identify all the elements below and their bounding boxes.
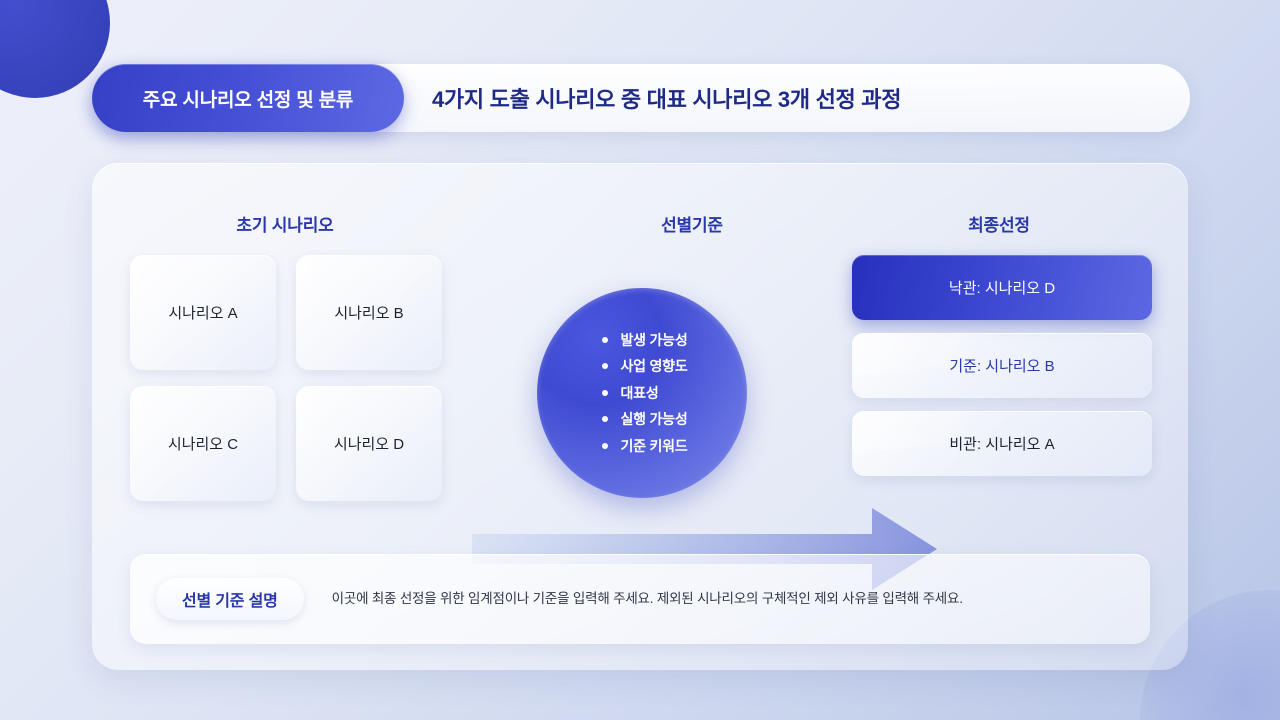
header: 주요 시나리오 선정 및 분류 4가지 도출 시나리오 중 대표 시나리오 3개… <box>92 64 1190 132</box>
criteria-list-item: 발생 가능성 <box>602 327 688 354</box>
criteria-note-badge-label: 선별 기준 설명 <box>182 593 278 610</box>
criteria-list-item: 사업 영향도 <box>602 353 688 380</box>
final-selection-label: 기준: 시나리오 B <box>949 358 1055 375</box>
criteria-note-panel: 선별 기준 설명 이곳에 최종 선정을 위한 임계점이나 기준을 입력해 주세요… <box>130 554 1150 644</box>
scenario-card[interactable]: 시나리오 D <box>296 386 442 501</box>
criteria-list-item: 기준 키워드 <box>602 433 688 460</box>
column-header-final: 최종선정 <box>968 216 1030 235</box>
scenario-card-label: 시나리오 A <box>168 305 238 322</box>
criteria-circle: 발생 가능성 사업 영향도 대표성 실행 가능성 기준 키워드 <box>537 288 747 498</box>
criteria-note-description: 이곳에 최종 선정을 위한 임계점이나 기준을 입력해 주세요. 제외된 시나리… <box>331 590 963 606</box>
final-selection-card-optimistic[interactable]: 낙관: 시나리오 D <box>852 255 1152 320</box>
final-selection-card-pessimistic[interactable]: 비관: 시나리오 A <box>852 411 1152 476</box>
final-selection-label: 낙관: 시나리오 D <box>948 280 1056 297</box>
final-selection-label: 비관: 시나리오 A <box>949 436 1055 453</box>
final-selection-card-base[interactable]: 기준: 시나리오 B <box>852 333 1152 398</box>
criteria-list-item: 실행 가능성 <box>602 406 688 433</box>
criteria-list: 발생 가능성 사업 영향도 대표성 실행 가능성 기준 키워드 <box>602 327 688 460</box>
scenario-card-label: 시나리오 D <box>333 436 405 453</box>
main-panel: 초기 시나리오 선별기준 최종선정 시나리오 A 시나리오 B 시나리오 C 시… <box>92 163 1188 670</box>
final-selection-stack: 낙관: 시나리오 D 기준: 시나리오 B 비관: 시나리오 A <box>852 255 1152 476</box>
initial-scenario-grid: 시나리오 A 시나리오 B 시나리오 C 시나리오 D <box>130 255 442 501</box>
scenario-card-label: 시나리오 B <box>334 305 404 322</box>
criteria-note-badge[interactable]: 선별 기준 설명 <box>156 578 304 620</box>
scenario-card[interactable]: 시나리오 B <box>296 255 442 370</box>
column-header-criteria: 선별기준 <box>661 216 723 235</box>
scenario-card[interactable]: 시나리오 A <box>130 255 276 370</box>
criteria-list-item: 대표성 <box>602 380 687 407</box>
scenario-card-label: 시나리오 C <box>167 436 239 453</box>
page-title: 4가지 도출 시나리오 중 대표 시나리오 3개 선정 과정 <box>432 87 902 112</box>
column-header-initial: 초기 시나리오 <box>236 216 334 235</box>
header-badge[interactable]: 주요 시나리오 선정 및 분류 <box>92 64 404 132</box>
scenario-card[interactable]: 시나리오 C <box>130 386 276 501</box>
header-badge-label: 주요 시나리오 선정 및 분류 <box>142 89 354 111</box>
